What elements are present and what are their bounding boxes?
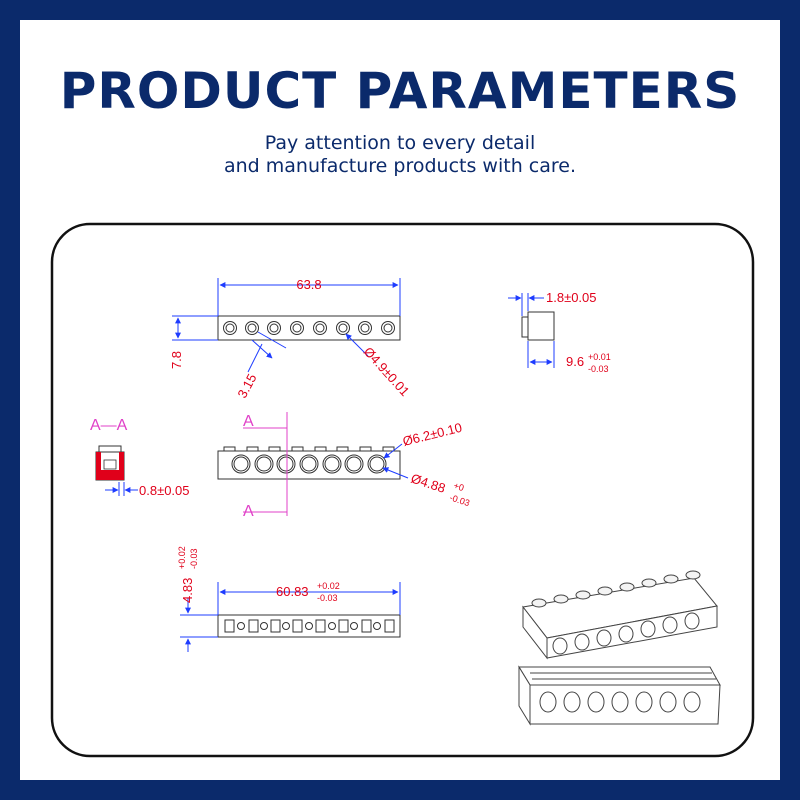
label-overall-length: 63.8 — [296, 277, 321, 292]
section-cut-line — [243, 412, 288, 516]
dim-height — [172, 315, 218, 341]
section-label: A—A — [90, 417, 128, 434]
isometric-view-top — [522, 570, 718, 660]
label-inner-hole-tol-plus: +0 — [452, 480, 465, 493]
dim-section-wall — [105, 482, 138, 496]
cut-marker-bottom: A — [243, 503, 254, 520]
dim-outer-hole — [383, 443, 403, 459]
cut-marker-top: A — [243, 413, 254, 430]
label-outer-hole: Ø6.2±0.10 — [401, 420, 463, 449]
dim-bottom-height — [180, 598, 218, 652]
label-side-thickness: 1.8±0.05 — [546, 290, 597, 305]
label-hole-dia: Ø4.9±0.01 — [361, 344, 413, 399]
drawing-panel — [50, 222, 755, 758]
dim-overall-length — [217, 278, 401, 316]
label-pitch: 3.15 — [234, 371, 259, 400]
top-view — [217, 315, 401, 341]
subtitle-line-2: and manufacture products with care. — [224, 155, 576, 177]
dim-bottom-length — [217, 582, 401, 615]
dim-hole-dia — [345, 333, 369, 357]
label-side-width-tol-plus: +0.01 — [588, 352, 611, 362]
side-view — [521, 311, 555, 341]
label-side-width: 9.6 — [566, 354, 584, 369]
subtitle-line-1: Pay attention to every detail — [264, 132, 536, 154]
top-view-holes — [223, 321, 395, 335]
isometric-view-bottom — [518, 665, 721, 726]
dim-pitch — [247, 331, 287, 373]
label-bottom-length: 60.83 — [276, 584, 309, 599]
dim-side-width — [527, 341, 555, 368]
label-bottom-height-tol-minus: -0.03 — [189, 548, 199, 569]
label-bottom-height-tol-plus: +0.02 — [177, 546, 187, 569]
top-view-body — [217, 315, 401, 341]
label-inner-hole: Ø4.88 — [409, 471, 447, 496]
label-bottom-length-tol-plus: +0.02 — [317, 581, 340, 591]
label-side-width-tol-minus: -0.03 — [588, 364, 609, 374]
page-background — [20, 20, 780, 780]
dim-inner-hole — [382, 467, 409, 479]
label-height: 7.8 — [169, 351, 184, 369]
page-title: PRODUCT PARAMETERS — [59, 62, 741, 120]
bottom-view — [217, 614, 401, 638]
label-bottom-height: 4.83 — [180, 578, 195, 603]
section-view — [95, 445, 125, 481]
front-view — [217, 446, 401, 480]
label-inner-hole-tol-minus: -0.03 — [448, 492, 471, 508]
label-bottom-length-tol-minus: -0.03 — [317, 593, 338, 603]
label-section-wall: 0.8±0.05 — [139, 483, 190, 498]
dim-side-thickness — [508, 293, 544, 316]
